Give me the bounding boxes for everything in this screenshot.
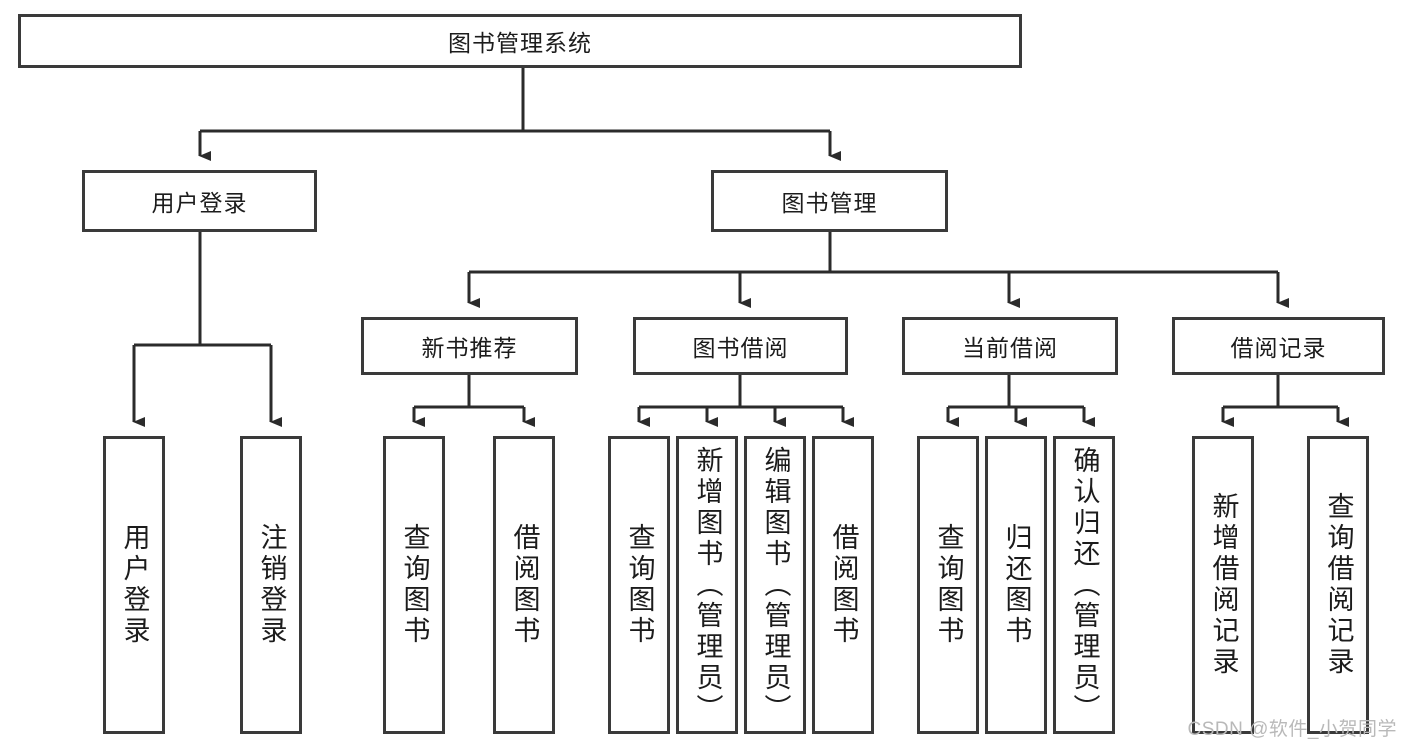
node-book-management-label: 图书管理 xyxy=(781,190,878,216)
leaf-confirm-return-label: 确认归还（管理员） xyxy=(1069,445,1100,725)
leaf-user-login[interactable]: 用户登录 xyxy=(103,436,165,734)
leaf-query-book-3-label: 查询图书 xyxy=(933,523,964,647)
leaf-user-login-label: 用户登录 xyxy=(119,523,150,647)
leaf-return-book-label: 归还图书 xyxy=(1001,523,1032,647)
leaf-query-book-2-label: 查询图书 xyxy=(624,523,655,647)
leaf-query-book-2[interactable]: 查询图书 xyxy=(608,436,670,734)
leaf-add-record[interactable]: 新增借阅记录 xyxy=(1192,436,1254,734)
node-borrow-record[interactable]: 借阅记录 xyxy=(1172,317,1385,375)
node-book-management[interactable]: 图书管理 xyxy=(711,170,948,232)
leaf-add-book[interactable]: 新增图书（管理员） xyxy=(676,436,738,734)
leaf-query-record-label: 查询借阅记录 xyxy=(1323,492,1354,678)
node-current-borrow[interactable]: 当前借阅 xyxy=(902,317,1118,375)
watermark-text: CSDN @软件_小贺同学 xyxy=(1187,719,1397,740)
node-book-borrow[interactable]: 图书借阅 xyxy=(633,317,848,375)
leaf-borrow-book-1-label: 借阅图书 xyxy=(509,523,540,647)
leaf-logout-login[interactable]: 注销登录 xyxy=(240,436,302,734)
leaf-add-record-label: 新增借阅记录 xyxy=(1208,492,1239,678)
node-new-book-recommend-label: 新书推荐 xyxy=(421,335,518,361)
leaf-query-book-1[interactable]: 查询图书 xyxy=(383,436,445,734)
leaf-logout-login-label: 注销登录 xyxy=(256,523,287,647)
node-borrow-record-label: 借阅记录 xyxy=(1230,335,1327,361)
leaf-borrow-book-1[interactable]: 借阅图书 xyxy=(493,436,555,734)
leaf-query-record[interactable]: 查询借阅记录 xyxy=(1307,436,1369,734)
node-root[interactable]: 图书管理系统 xyxy=(18,14,1022,68)
node-new-book-recommend[interactable]: 新书推荐 xyxy=(361,317,578,375)
leaf-edit-book[interactable]: 编辑图书（管理员） xyxy=(744,436,806,734)
leaf-edit-book-label: 编辑图书（管理员） xyxy=(760,445,791,725)
leaf-borrow-book-2-label: 借阅图书 xyxy=(828,523,859,647)
node-user-login-label: 用户登录 xyxy=(151,190,248,216)
node-book-borrow-label: 图书借阅 xyxy=(692,335,789,361)
leaf-borrow-book-2[interactable]: 借阅图书 xyxy=(812,436,874,734)
node-user-login[interactable]: 用户登录 xyxy=(82,170,317,232)
leaf-return-book[interactable]: 归还图书 xyxy=(985,436,1047,734)
leaf-query-book-3[interactable]: 查询图书 xyxy=(917,436,979,734)
leaf-confirm-return[interactable]: 确认归还（管理员） xyxy=(1053,436,1115,734)
node-root-label: 图书管理系统 xyxy=(448,30,592,56)
node-current-borrow-label: 当前借阅 xyxy=(962,335,1058,361)
leaf-add-book-label: 新增图书（管理员） xyxy=(692,445,723,725)
leaf-query-book-1-label: 查询图书 xyxy=(399,523,430,647)
